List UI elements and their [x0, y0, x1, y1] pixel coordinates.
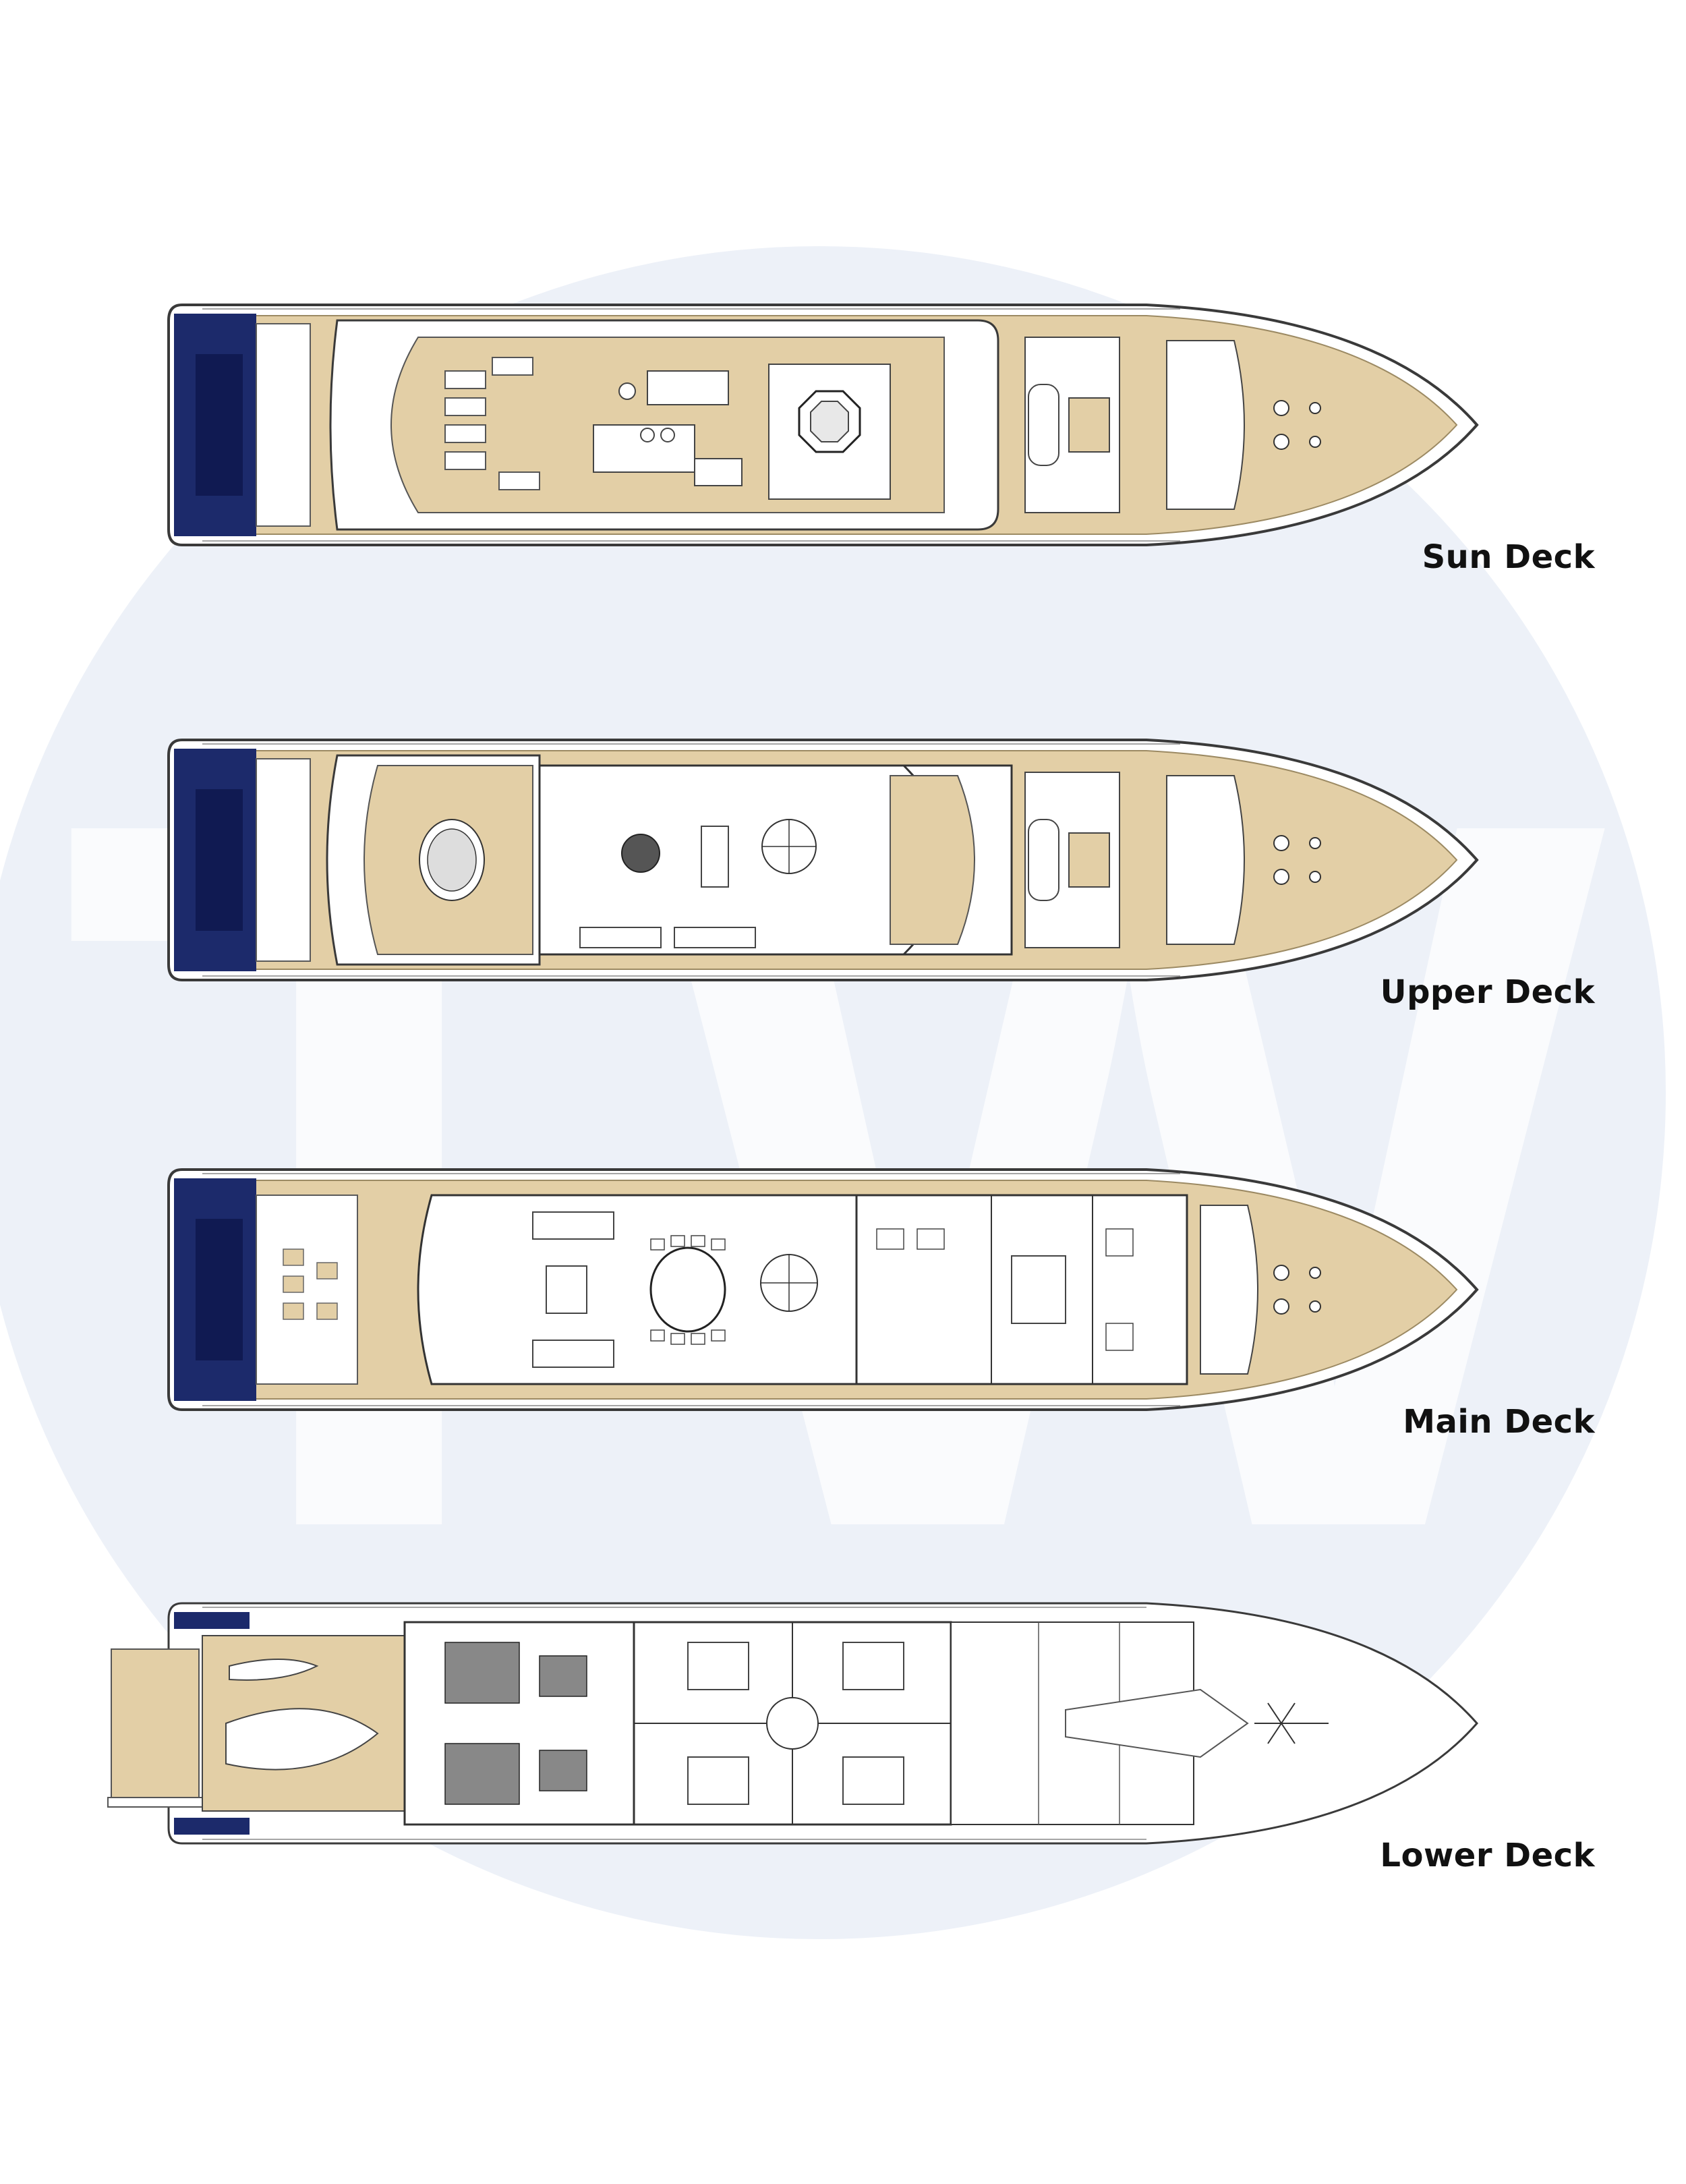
- watermark-circle: [0, 246, 1666, 1939]
- upper-deck: Upper Deck: [0, 725, 1686, 1042]
- sun-deck: Sun Deck: [0, 290, 1686, 607]
- main-deck-label: Main Deck: [1403, 1403, 1595, 1441]
- main-deck-plan: [167, 1168, 1479, 1411]
- lower-deck-label: Lower Deck: [1380, 1837, 1595, 1874]
- upper-deck-plan: [167, 739, 1479, 981]
- upper-deck-label: Upper Deck: [1380, 973, 1595, 1011]
- sun-deck-plan: [167, 304, 1479, 546]
- lower-deck: Lower Deck: [0, 1588, 1686, 1905]
- sun-deck-label: Sun Deck: [1422, 538, 1595, 576]
- lower-deck-plan: [107, 1602, 1478, 1845]
- main-deck: Main Deck: [0, 1155, 1686, 1472]
